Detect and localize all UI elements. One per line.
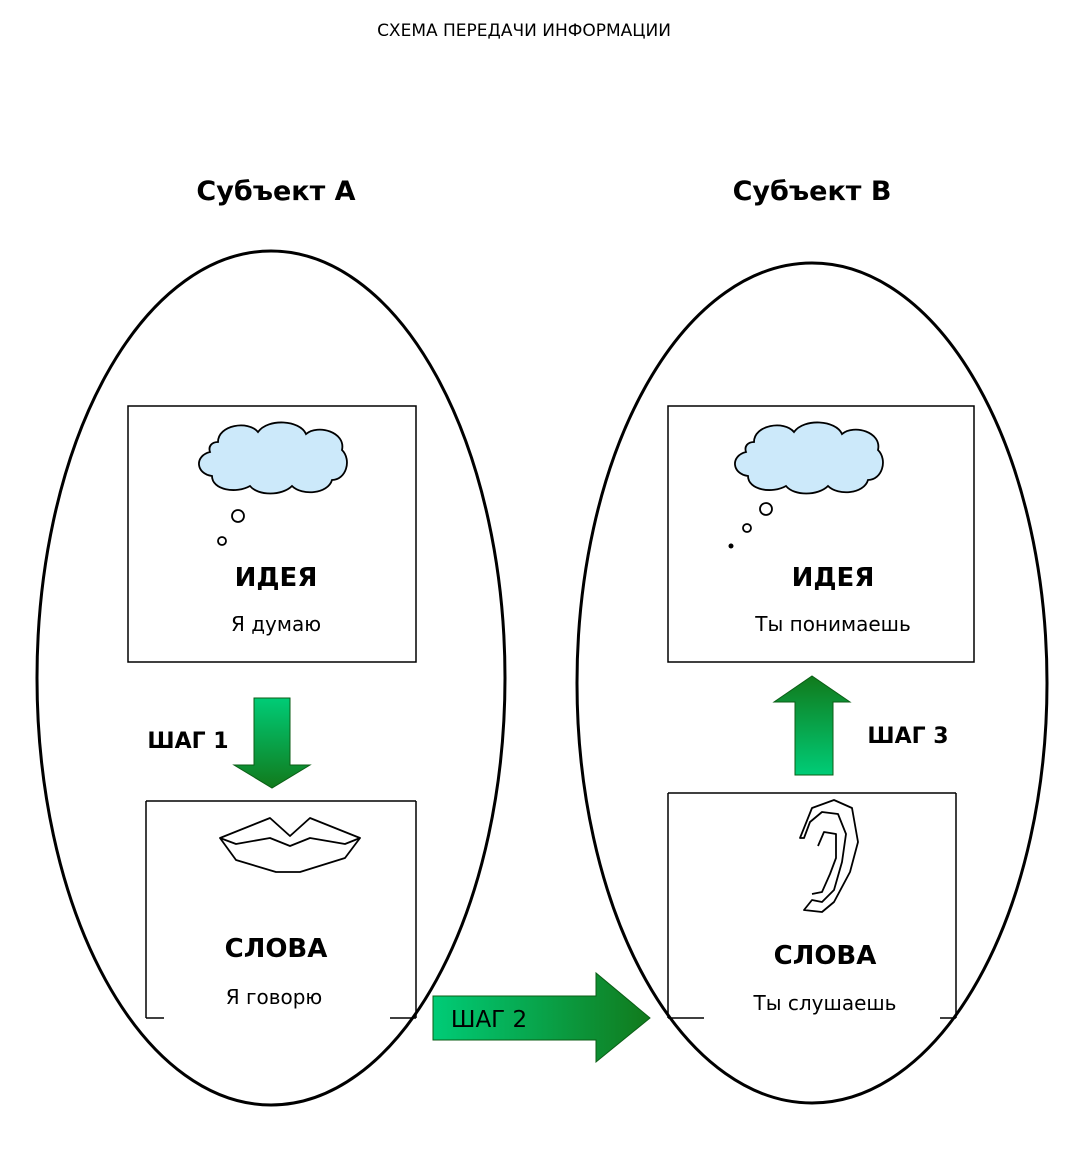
subject-b-idea-title: ИДЕЯ xyxy=(792,563,875,593)
subject-a-idea-caption: Я думаю xyxy=(231,612,321,636)
subject-b-words-caption: Ты слушаешь xyxy=(753,991,897,1015)
page-title: СХЕМА ПЕРЕДАЧИ ИНФОРМАЦИИ xyxy=(377,21,671,41)
subject-a-words-box xyxy=(145,800,417,1019)
step-1-arrow xyxy=(232,697,312,789)
thought-cloud-icon xyxy=(728,421,884,549)
thought-cloud-icon xyxy=(198,421,348,546)
lips-icon xyxy=(219,817,361,873)
step-3-arrow xyxy=(772,675,852,776)
step-2-arrow xyxy=(432,971,651,1064)
subject-a-ellipse xyxy=(35,249,507,1107)
subject-a-words-title: СЛОВА xyxy=(225,934,328,964)
ear-icon xyxy=(799,799,859,913)
subject-b-words-box xyxy=(667,792,957,1019)
subject-a-idea-title: ИДЕЯ xyxy=(235,563,318,593)
step-2-label: ШАГ 2 xyxy=(451,1007,527,1033)
subject-b-words-title: СЛОВА xyxy=(774,941,877,971)
subject-b-title: Субъект В xyxy=(733,176,892,207)
step-3-label: ШАГ 3 xyxy=(867,724,948,749)
subject-b-ellipse xyxy=(575,261,1049,1105)
subject-a-words-caption: Я говорю xyxy=(226,985,323,1009)
step-1-label: ШАГ 1 xyxy=(147,729,228,754)
subject-b-idea-caption: Ты понимаешь xyxy=(754,612,911,636)
subject-a-title: Субъект А xyxy=(196,176,355,207)
